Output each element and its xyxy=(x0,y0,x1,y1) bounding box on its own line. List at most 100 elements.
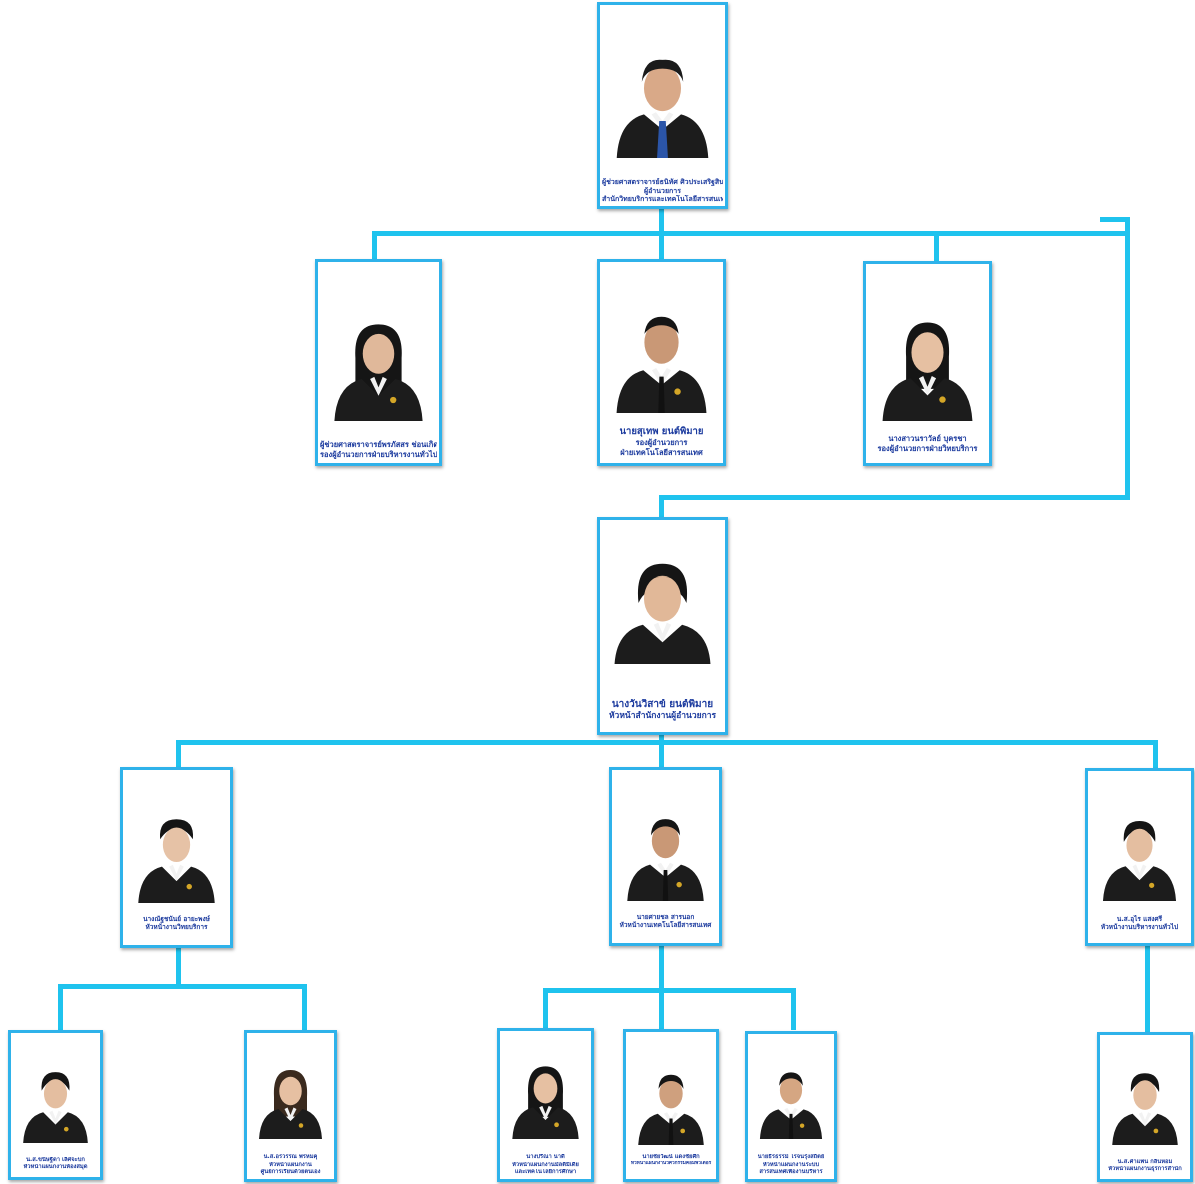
connector xyxy=(659,205,664,235)
connector xyxy=(659,732,664,744)
director-name: ผู้ช่วยศาสตราจารย์ธนิทัศ ศิวประเสริฐสิน xyxy=(602,177,723,186)
director-card: ผู้ช่วยศาสตราจารย์ธนิทัศ ศิวประเสริฐสิน … xyxy=(597,2,728,209)
staff-caption: น.ส.อรวรรณ พรหมคุ หัวหน้าแผนกงาน ศูนย์กา… xyxy=(249,1154,332,1176)
staff-unit: สารสนเทศเพื่องานบริหาร xyxy=(759,1168,823,1175)
section-head-photo xyxy=(131,778,222,903)
connector xyxy=(302,984,307,1032)
staff-photo xyxy=(253,1039,328,1139)
staff-name: น.ส.อรวรรณ พรหมคุ xyxy=(263,1154,318,1161)
staff-name: นางปรีณา นาดี xyxy=(526,1154,565,1161)
office-head-photo xyxy=(608,530,717,664)
staff-title: หัวหน้าแผนกงาน xyxy=(269,1161,312,1168)
connector xyxy=(1145,946,1150,1034)
staff-photo xyxy=(754,1040,828,1139)
staff-name: น.ส.ขนิษฐิดา เลิศจะบก xyxy=(26,1156,85,1163)
deputy-card: นางสาวนราวัลย์ บุครชา รองผู้อำนวยการฝ่าย… xyxy=(863,261,992,466)
section-head-photo xyxy=(620,778,711,901)
staff-card: นายชัยวัฒน์ แดงชัยศึก หัวหน้าแผนกงานวิศว… xyxy=(623,1029,719,1182)
staff-name: นายธีรธรรม์ โรจนรุ่งสถิตย์ xyxy=(757,1154,825,1161)
staff-caption: นางปรีณา นาดี หัวหน้าแผนกงานมัลติมีเดีย … xyxy=(502,1154,589,1176)
section-head-title: หัวหน้างานเทคโนโลยีสารสนเทศ xyxy=(619,920,712,929)
connector xyxy=(1125,217,1130,499)
connector xyxy=(543,988,548,1030)
section-head-caption: นางณัฐชนันย์ อายะพงษ์ หัวหน้างานวิทยบริก… xyxy=(125,915,228,931)
deputy-card: ผู้ช่วยศาสตราจารย์พรภัสสร ช่อนเกิด รองผู… xyxy=(315,259,442,466)
section-head-name: น.ส.อุไร แสงศรี xyxy=(1116,914,1163,923)
deputy-title: รองผู้อำนวยการฝ่ายวิทยบริการ xyxy=(877,443,978,453)
connector xyxy=(659,740,664,768)
section-head-caption: น.ส.อุไร แสงศรี หัวหน้างานบริหารงานทั่วไ… xyxy=(1090,915,1189,931)
staff-card: นายธีรธรรม์ โรจนรุ่งสถิตย์ หัวหน้าแผนกงา… xyxy=(745,1031,837,1182)
connector xyxy=(1100,217,1130,222)
connector xyxy=(659,231,664,261)
staff-card: น.ส.ขนิษฐิดา เลิศจะบก หัวหน้าแผนกงานห้อง… xyxy=(8,1030,103,1180)
staff-title: หัวหน้าแผนกงานห้องสมุด xyxy=(23,1163,88,1170)
connector xyxy=(372,231,1130,236)
staff-photo xyxy=(17,1039,94,1143)
deputy-name: นางสาวนราวัลย์ บุครชา xyxy=(888,434,967,444)
staff-name: น.ส.คำแพน กลิ่นหอม xyxy=(1117,1158,1173,1165)
director-title: ผู้อำนวยการ xyxy=(644,186,681,195)
section-head-card: นายศายชล สารนอก หัวหน้างานเทคโนโลยีสารสน… xyxy=(609,767,722,946)
connector xyxy=(1153,740,1158,770)
staff-name: นายชัยวัฒน์ แดงชัยศึก xyxy=(642,1153,700,1160)
connector xyxy=(659,495,1130,500)
staff-photo xyxy=(1106,1041,1184,1145)
staff-card: น.ส.อรวรรณ พรหมคุ หัวหน้าแผนกงาน ศูนย์กา… xyxy=(244,1030,337,1182)
section-head-name: นายศายชล สารนอก xyxy=(636,912,695,921)
section-head-photo xyxy=(1096,779,1183,901)
connector xyxy=(58,984,307,989)
staff-caption: นายชัยวัฒน์ แดงชัยศึก หัวหน้าแผนกงานวิศว… xyxy=(628,1154,714,1167)
deputy-caption: นายสุเทพ ยนต์พิมาย รองผู้อำนวยการ ฝ่ายเท… xyxy=(602,426,721,457)
deputy-card: นายสุเทพ ยนต์พิมาย รองผู้อำนวยการ ฝ่ายเท… xyxy=(597,259,726,466)
office-head-caption: นางวันวิสาข์ ยนต์พิมาย หัวหน้าสำนักงานผู… xyxy=(602,699,723,722)
office-head-title: หัวหน้าสำนักงานผู้อำนวยการ xyxy=(608,711,717,722)
section-head-title: หัวหน้างานบริหารงานทั่วไป xyxy=(1100,922,1179,931)
connector xyxy=(176,948,181,988)
staff-unit: และเทคโนโลยีการศึกษา xyxy=(514,1168,577,1175)
section-head-caption: นายศายชล สารนอก หัวหน้างานเทคโนโลยีสารสน… xyxy=(614,913,717,929)
deputy-title: รองผู้อำนวยการฝ่ายบริหารงานทั่วไป xyxy=(320,449,437,459)
staff-caption: น.ส.ขนิษฐิดา เลิศจะบก หัวหน้าแผนกงานห้อง… xyxy=(13,1157,98,1171)
director-caption: ผู้ช่วยศาสตราจารย์ธนิทัศ ศิวประเสริฐสิน … xyxy=(602,178,723,204)
connector xyxy=(934,231,939,261)
staff-caption: น.ส.คำแพน กลิ่นหอม หัวหน้าแผนกงานธุรการส… xyxy=(1102,1159,1188,1173)
office-head-name: นางวันวิสาข์ ยนต์พิมาย xyxy=(611,698,714,710)
section-head-card: นางณัฐชนันย์ อายะพงษ์ หัวหน้างานวิทยบริก… xyxy=(120,767,233,948)
deputy-name: นายสุเทพ ยนต์พิมาย xyxy=(619,426,704,438)
section-head-name: นางณัฐชนันย์ อายะพงษ์ xyxy=(143,914,210,923)
connector xyxy=(791,988,796,1030)
connector xyxy=(176,740,181,768)
deputy-caption: นางสาวนราวัลย์ บุครชา รองผู้อำนวยการฝ่าย… xyxy=(868,434,987,453)
section-head-card: น.ส.อุไร แสงศรี หัวหน้างานบริหารงานทั่วไ… xyxy=(1085,768,1194,946)
staff-unit: ศูนย์การเรียนด้วยตนเอง xyxy=(260,1168,321,1175)
deputy-caption: ผู้ช่วยศาสตราจารย์พรภัสสร ช่อนเกิด รองผู… xyxy=(320,440,437,459)
staff-caption: นายธีรธรรม์ โรจนรุ่งสถิตย์ หัวหน้าแผนกงา… xyxy=(750,1154,832,1176)
connector xyxy=(372,231,377,261)
deputy-photo xyxy=(608,270,715,413)
connector xyxy=(176,740,1158,745)
connector xyxy=(659,495,664,520)
office-head-card: นางวันวิสาข์ ยนต์พิมาย หัวหน้าสำนักงานผู… xyxy=(597,517,728,735)
section-head-title: หัวหน้างานวิทยบริการ xyxy=(145,922,208,931)
deputy-title: รองผู้อำนวยการ xyxy=(635,438,688,448)
staff-card: นางปรีณา นาดี หัวหน้าแผนกงานมัลติมีเดีย … xyxy=(497,1028,594,1182)
deputy-photo xyxy=(874,272,981,421)
deputy-photo xyxy=(326,270,431,421)
staff-title: หัวหน้าแผนกงานธุรการสำนัก xyxy=(1108,1165,1182,1172)
director-photo xyxy=(608,13,717,158)
director-unit: สำนักวิทยบริการและเทคโนโลยีสารสนเทศ xyxy=(602,195,723,204)
staff-title: หัวหน้าแผนกงานมัลติมีเดีย xyxy=(512,1161,579,1168)
deputy-name: ผู้ช่วยศาสตราจารย์พรภัสสร ช่อนเกิด xyxy=(320,440,437,450)
staff-photo xyxy=(632,1038,710,1145)
connector xyxy=(659,988,664,1030)
connector xyxy=(659,946,664,991)
staff-card: น.ส.คำแพน กลิ่นหอม หัวหน้าแผนกงานธุรการส… xyxy=(1097,1032,1193,1182)
connector xyxy=(58,984,63,1032)
deputy-unit: ฝ่ายเทคโนโลยีสารสนเทศ xyxy=(620,447,703,457)
connector xyxy=(543,988,796,993)
staff-title: หัวหน้าแผนกงานวิศวกรรมคอมพิวเตอร์ xyxy=(630,1161,712,1167)
staff-title: หัวหน้าแผนกงานระบบ xyxy=(762,1161,820,1168)
